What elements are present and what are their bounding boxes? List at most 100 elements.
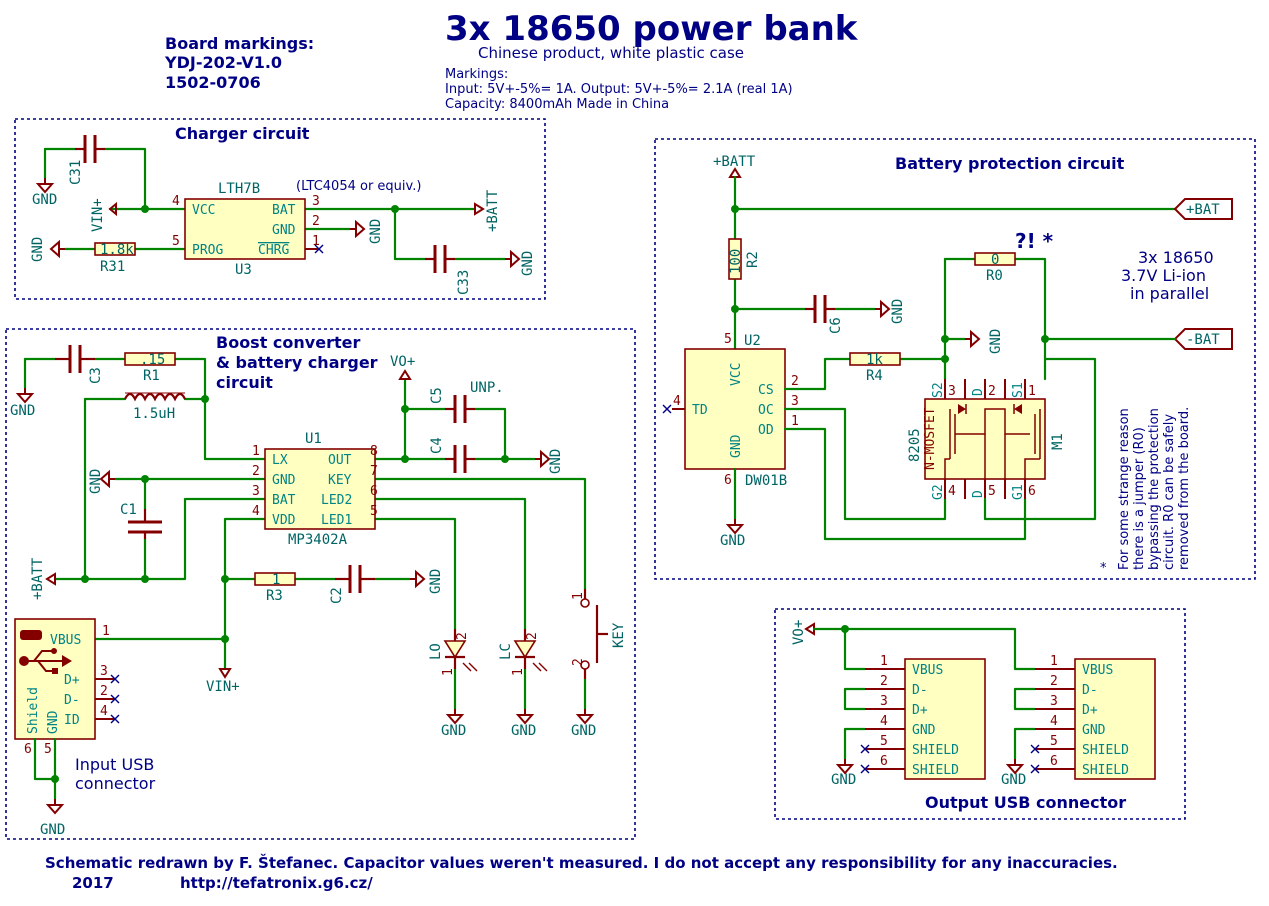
u1-n4: 4 bbox=[252, 504, 260, 519]
key-switch: KEY 1 2 bbox=[571, 589, 627, 679]
output-usb-circuit: VO+ GND GND VBUS D- D+ GND SHIELD SHI bbox=[791, 620, 1156, 788]
u2-ref: U2 bbox=[744, 333, 761, 349]
u2-pin-cs: CS bbox=[758, 383, 774, 398]
resistor-r31: 1.8k R31 bbox=[94, 242, 136, 275]
vo-label: VO+ bbox=[390, 354, 415, 370]
note-line-2: there is a jumper (R0) bbox=[1132, 427, 1147, 570]
lo-n2: 2 bbox=[455, 632, 470, 640]
key-n2: 2 bbox=[571, 658, 586, 666]
key-ref: KEY bbox=[611, 622, 627, 648]
u1-pin-vdd: VDD bbox=[272, 513, 296, 528]
r1-ref: R1 bbox=[143, 368, 160, 384]
u3-pin-vcc: VCC bbox=[192, 203, 215, 218]
bat-neg-flag: -BAT bbox=[1173, 328, 1233, 350]
capacitor-c3: C3 bbox=[55, 345, 104, 384]
c5-value: UNP. bbox=[470, 380, 504, 396]
r2-value: 100 bbox=[728, 249, 744, 274]
lc-n1: 1 bbox=[511, 668, 526, 676]
resistor-r1: .15 R1 bbox=[124, 352, 176, 384]
u2-n5: 5 bbox=[724, 332, 732, 347]
gnd-label: GND bbox=[428, 569, 444, 594]
u3-value: LTH7B bbox=[218, 181, 260, 197]
markings-line2: Capacity: 8400mAh Made in China bbox=[445, 97, 669, 112]
r4-value: 1k bbox=[866, 352, 883, 368]
usb-in-n5: 5 bbox=[44, 742, 52, 757]
battery-label-2: 3.7V Li-ion bbox=[1121, 266, 1206, 285]
usb-out2-n5: 5 bbox=[1050, 734, 1058, 749]
footer-credit: Schematic redrawn by F. Štefanec. Capaci… bbox=[45, 853, 1118, 872]
m1-pin-g1: G1 bbox=[1011, 484, 1026, 500]
usb-in-pin-id: ID bbox=[64, 713, 80, 728]
capacitor-c1: C1 bbox=[120, 502, 162, 539]
note-line-1: For some strange reason bbox=[1117, 408, 1132, 570]
resistor-r4: 1k R4 bbox=[849, 352, 901, 384]
m1-n6: 6 bbox=[1028, 484, 1036, 499]
u1-ref: U1 bbox=[305, 431, 322, 447]
r31-value: 1.8k bbox=[100, 242, 134, 258]
u1-n1: 1 bbox=[252, 444, 260, 459]
u1-pin-led2: LED2 bbox=[321, 493, 352, 508]
u1-n6: 6 bbox=[370, 484, 378, 499]
usb-in-n4: 4 bbox=[100, 704, 108, 719]
capacitor-c31: C31 bbox=[68, 135, 105, 185]
capacitor-c5: C5 UNP. bbox=[429, 380, 504, 423]
u1-pin-led1: LED1 bbox=[321, 513, 352, 528]
usb-out1-pin-vbus: VBUS bbox=[912, 663, 943, 678]
usb-out2-n6: 6 bbox=[1050, 754, 1058, 769]
usb-in-pin-dm: D- bbox=[64, 693, 80, 708]
gnd-label: GND bbox=[30, 237, 46, 262]
m1-n2: 2 bbox=[988, 384, 996, 399]
led-lo: LO 2 1 bbox=[428, 629, 478, 676]
footer-url[interactable]: http://tefatronix.g6.cz/ bbox=[180, 874, 373, 892]
m1-pin-d-top: D bbox=[971, 388, 986, 396]
l1-value: 1.5uH bbox=[133, 406, 175, 422]
r4-ref: R4 bbox=[866, 368, 883, 384]
usb-out2-pin-dm: D- bbox=[1082, 683, 1098, 698]
page-subtitle: Chinese product, white plastic case bbox=[478, 44, 744, 62]
u1-n7: 7 bbox=[370, 464, 378, 479]
input-usb-connector: VBUS D+ D- ID Shield GND 1 3 2 4 6 5 bbox=[14, 618, 120, 757]
u3-n4: 4 bbox=[172, 194, 180, 209]
ic-u1: U1 MP3402A LX GND BAT VDD OUT KEY LED2 L… bbox=[252, 431, 378, 548]
u1-pin-bat: BAT bbox=[272, 493, 296, 508]
gnd-label: GND bbox=[88, 469, 104, 494]
capacitor-c2: C2 bbox=[329, 565, 375, 604]
gnd-label: GND bbox=[548, 449, 564, 474]
u3-n3: 3 bbox=[312, 194, 320, 209]
boost-title-1: Boost converter bbox=[216, 333, 360, 352]
u2-pin-vcc: VCC bbox=[729, 363, 744, 386]
u2-n3: 3 bbox=[791, 394, 799, 409]
usb-in-n1: 1 bbox=[102, 624, 110, 639]
usb-out1-pin-gnd: GND bbox=[912, 723, 936, 738]
u1-n3: 3 bbox=[252, 484, 260, 499]
gnd-label: GND bbox=[10, 403, 35, 419]
output-usb-connector-2: VBUS D- D+ GND SHIELD SHIELD 1 2 3 4 5 6 bbox=[1030, 654, 1156, 780]
c31-ref: C31 bbox=[68, 160, 84, 185]
vin-label: VIN+ bbox=[90, 198, 106, 232]
lc-n2: 2 bbox=[525, 632, 540, 640]
usb-in-pin-dp: D+ bbox=[64, 673, 80, 688]
m1-tag: N-MOSFET bbox=[923, 407, 938, 470]
usb-in-n2: 2 bbox=[100, 684, 108, 699]
u3-n2: 2 bbox=[312, 214, 320, 229]
c4-ref: C4 bbox=[429, 437, 445, 454]
c5-ref: C5 bbox=[429, 387, 445, 404]
u2-value: DW01B bbox=[745, 473, 787, 489]
u2-n6: 6 bbox=[724, 473, 732, 488]
usb-out1-pin-shield-a: SHIELD bbox=[912, 743, 959, 758]
m1-n3: 3 bbox=[948, 384, 956, 399]
usb-out2-n2: 2 bbox=[1050, 674, 1058, 689]
usb-out2-n4: 4 bbox=[1050, 714, 1058, 729]
question-label: ?! * bbox=[1015, 229, 1054, 253]
board-markings-line2: 1502-0706 bbox=[165, 73, 261, 92]
resistor-r0: 0 R0 bbox=[974, 252, 1016, 284]
protection-circuit: +BATT +BAT -BAT 100 R2 C6 bbox=[662, 154, 1233, 576]
bat-pos-label: +BAT bbox=[1186, 202, 1220, 218]
vbatt-label: +BATT bbox=[713, 154, 756, 170]
bat-neg-label: -BAT bbox=[1186, 332, 1220, 348]
usb-out2-n1: 1 bbox=[1050, 654, 1058, 669]
u2-pin-oc: OC bbox=[758, 403, 774, 418]
input-usb-title-1: Input USB bbox=[75, 755, 154, 774]
u3-pin-gnd: GND bbox=[272, 223, 296, 238]
u1-pin-lx: LX bbox=[272, 453, 288, 468]
